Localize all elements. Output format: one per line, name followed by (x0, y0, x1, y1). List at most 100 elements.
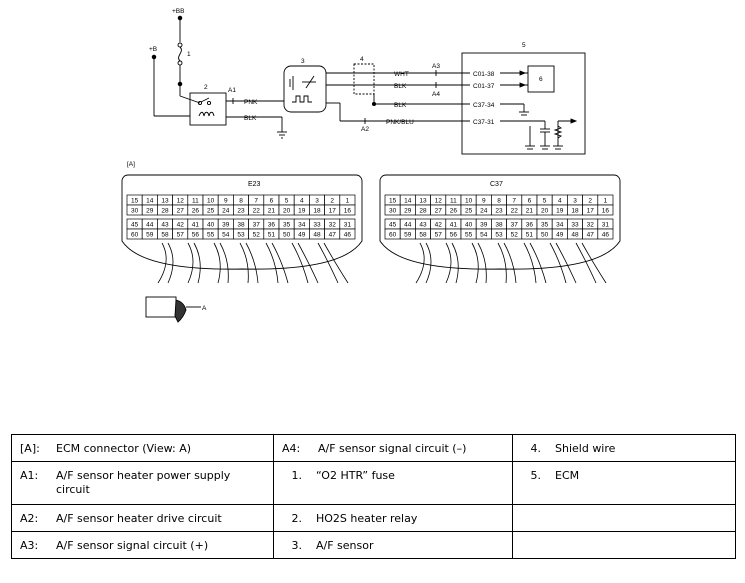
pin-number: 9 (224, 198, 228, 205)
circuit-a1-label: A1 (228, 87, 236, 94)
pin-number: 60 (389, 232, 397, 239)
pin-number: 44 (404, 222, 412, 229)
legend-text: A/F sensor signal circuit (+) (56, 539, 209, 552)
pin-number: 46 (344, 232, 352, 239)
harness-wire (245, 242, 259, 284)
harness-wire (193, 242, 201, 284)
pin-number: 11 (450, 198, 457, 205)
legend-text: “O2 HTR” fuse (316, 469, 395, 482)
pin-number: 11 (192, 198, 199, 205)
pin-number: 58 (161, 232, 169, 239)
harness-wire (167, 242, 174, 284)
pin-number: 2 (330, 198, 334, 205)
pin-number: 23 (237, 208, 245, 215)
harness-wire (219, 242, 229, 284)
pin-number: 26 (450, 208, 458, 215)
pin-number: 13 (161, 198, 169, 205)
pin-number: 1 (604, 198, 608, 205)
circuit-a4-label: A4 (432, 91, 440, 98)
pin-number: 15 (389, 198, 397, 205)
pin-number: 21 (268, 208, 276, 215)
legend-key: 4. (530, 442, 542, 455)
pin-number: 8 (497, 198, 501, 205)
legend-text: A/F sensor heater power supply circuit (56, 469, 231, 496)
ecm-pin-c01-37: C01-37 (473, 83, 495, 90)
legend-cell: 1. “O2 HTR” fuse (273, 461, 513, 505)
pin-number: 39 (480, 222, 488, 229)
harness-wire (297, 242, 319, 284)
ecm-pin-c37-31: C37-31 (473, 119, 495, 126)
harness-wire (271, 242, 289, 284)
pin-number: 48 (313, 232, 321, 239)
harness-wire (415, 242, 425, 284)
pin-number: 46 (602, 232, 610, 239)
harness-wire (291, 242, 309, 284)
harness-wire (581, 242, 607, 284)
pin-number: 54 (222, 232, 230, 239)
legend-key: 1. (291, 469, 303, 482)
relay-label: 2 (204, 84, 208, 91)
pin-number: 57 (177, 232, 185, 239)
pin-number: 2 (588, 198, 592, 205)
pin-number: 22 (253, 208, 261, 215)
ecm-module-label: 6 (539, 76, 543, 83)
pin-cell (339, 204, 356, 216)
pin-cell (339, 228, 356, 240)
legend-table: [A]:ECM connector (View: A)A4:A/F sensor… (11, 434, 736, 559)
harness-wire (503, 242, 517, 284)
pin-number: 37 (511, 222, 519, 229)
pin-number: 59 (146, 232, 154, 239)
legend-cell (512, 531, 736, 559)
pin-number: 54 (480, 232, 488, 239)
pin-number: 16 (602, 208, 610, 215)
pin-number: 25 (465, 208, 473, 215)
legend-text: ECM (555, 469, 580, 482)
supply-b-label: +B (149, 46, 157, 53)
harness-wire (477, 242, 487, 284)
pin-number: 51 (268, 232, 276, 239)
pin-number: 44 (146, 222, 154, 229)
legend-row: A1: A/F sensor heater power supply circui… (11, 461, 736, 505)
legend-text: A/F sensor signal circuit (–) (318, 442, 467, 455)
pin-number: 15 (131, 198, 139, 205)
pin-number: 43 (419, 222, 427, 229)
ecm-pin-c01-38: C01-38 (473, 71, 495, 78)
legend-key: A4: (282, 442, 301, 455)
pin-number: 40 (207, 222, 215, 229)
pin-number: 3 (573, 198, 577, 205)
pin-number: 42 (435, 222, 443, 229)
wire-wht-label: WHT (394, 71, 409, 78)
ecm-pin-c37-34: C37-34 (473, 102, 495, 109)
pin-number: 18 (571, 208, 579, 215)
legend-key: [A]: (20, 442, 40, 455)
pin-number: 32 (587, 222, 595, 229)
legend-row: A3:A/F sensor signal circuit (+)3.A/F se… (11, 531, 736, 559)
ecm-label: 5 (522, 42, 526, 49)
pin-number: 51 (526, 232, 534, 239)
connector-c37-title: C37 (490, 181, 503, 188)
pin-number: 35 (541, 222, 549, 229)
pin-number: 33 (313, 222, 321, 229)
pin-number: 36 (526, 222, 534, 229)
harness-wire (529, 242, 547, 284)
pin-number: 25 (207, 208, 215, 215)
legend-cell: 5.ECM (512, 461, 736, 505)
legend-cell: A2:A/F sensor heater drive circuit (11, 504, 274, 532)
pin-number: 17 (587, 208, 595, 215)
pin-number: 14 (404, 198, 412, 205)
legend-cell: 4. Shield wire (512, 434, 736, 462)
pin-number: 47 (587, 232, 595, 239)
harness-wire (317, 242, 339, 284)
pin-number: 7 (512, 198, 516, 205)
pin-number: 34 (298, 222, 306, 229)
circuit-a2-label: A2 (361, 126, 369, 133)
pin-number: 28 (419, 208, 427, 215)
harness-wire (213, 242, 221, 284)
pin-number: 13 (419, 198, 427, 205)
pin-number: 26 (192, 208, 200, 215)
legend-key: A1: (20, 469, 39, 482)
pin-number: 58 (419, 232, 427, 239)
pin-number: 27 (435, 208, 443, 215)
legend-text: Shield wire (555, 442, 616, 455)
